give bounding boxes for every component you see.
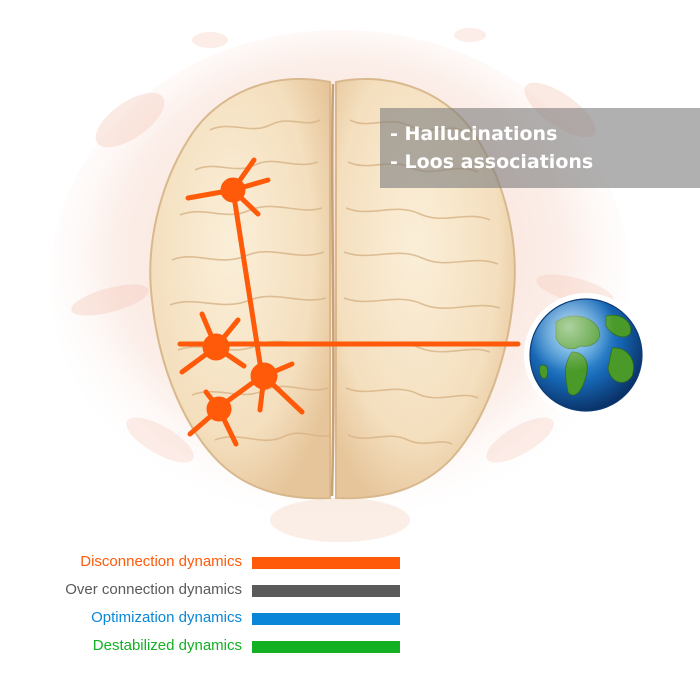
symptom-loose-associations: - Loos associations [390, 151, 594, 173]
legend-label: Over connection dynamics [65, 581, 242, 598]
legend-item-optimization: Optimization dynamics [0, 606, 420, 632]
brain-fissure [330, 83, 335, 497]
legend-swatch [252, 557, 400, 569]
globe-icon [524, 293, 648, 417]
legend-label: Optimization dynamics [91, 609, 242, 626]
network-node-bottom [187, 389, 239, 447]
disconnection-network [177, 157, 521, 447]
legend-item-destabilized: Destabilized dynamics [0, 634, 420, 660]
legend-swatch [252, 585, 400, 597]
legend-swatch [252, 641, 400, 653]
network-node-top [185, 157, 271, 217]
symptom-hallucinations: - Hallucinations [390, 123, 558, 145]
network-node-middle [179, 311, 247, 375]
legend-item-over-connection: Over connection dynamics [0, 578, 420, 604]
legend-item-disconnection: Disconnection dynamics [0, 550, 420, 576]
symptom-box: - Hallucinations - Loos associations [380, 108, 700, 188]
legend-label: Destabilized dynamics [92, 637, 242, 654]
legend: Disconnection dynamics Over connection d… [0, 550, 700, 670]
legend-swatch [252, 613, 400, 625]
legend-label: Disconnection dynamics [80, 553, 242, 570]
network-node-lower-right [250, 361, 305, 415]
